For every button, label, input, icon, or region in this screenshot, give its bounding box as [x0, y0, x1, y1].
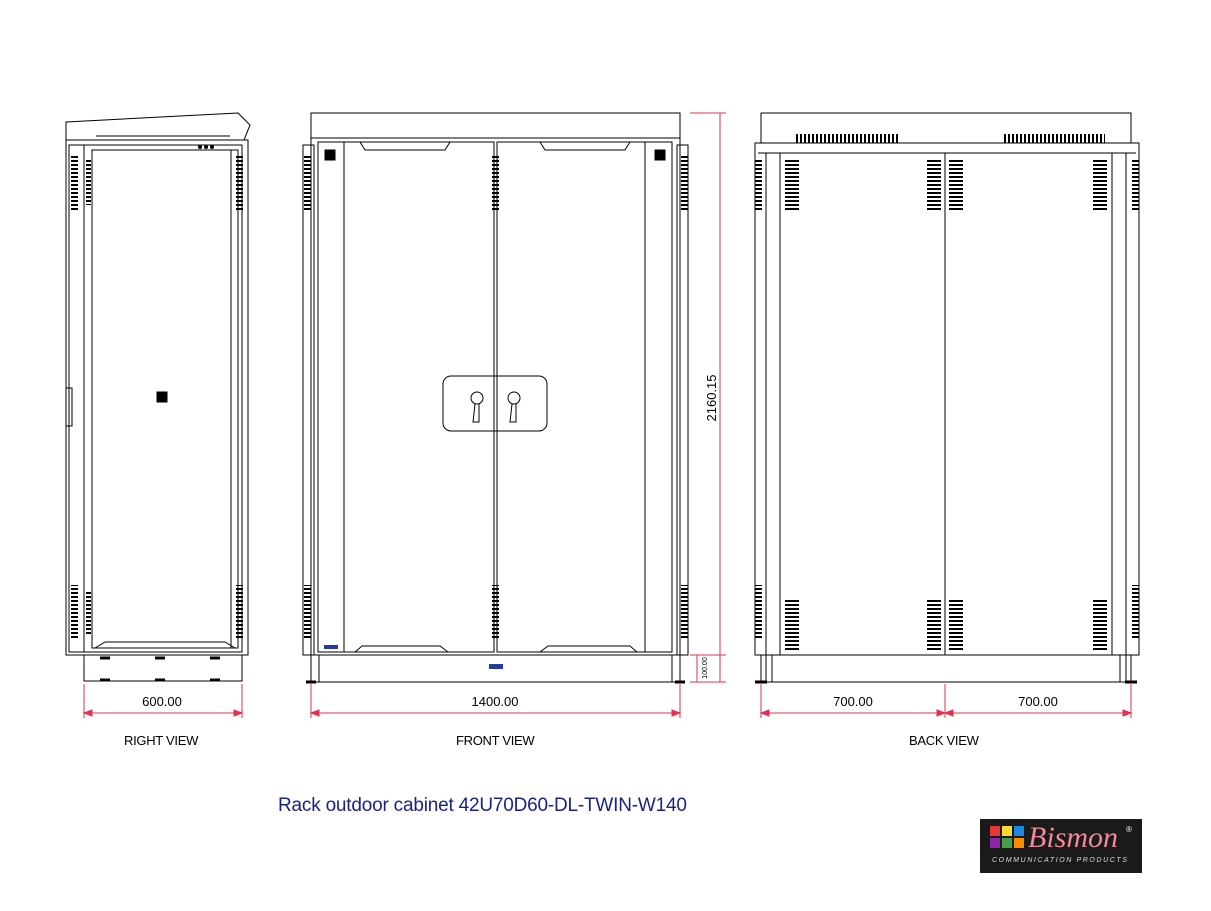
right-width-dimension: 600.00 [142, 694, 182, 709]
logo-name: Bismon [1028, 821, 1118, 854]
front-view [302, 112, 689, 684]
back-view-label: BACK VIEW [909, 733, 979, 748]
front-height-dimension: 2160.15 [704, 375, 719, 422]
back-view [754, 112, 1140, 684]
height-dimension [690, 112, 726, 683]
bismon-logo: Bismon ® COMMUNICATION PRODUCTS [980, 819, 1142, 873]
right-view [65, 112, 251, 682]
plinth-height-dimension: 100.00 [702, 657, 709, 679]
width-dimensions [82, 684, 1133, 718]
drawing-title: Rack outdoor cabinet 42U70D60-DL-TWIN-W1… [278, 795, 687, 816]
logo-registered: ® [1126, 825, 1132, 834]
logo-mark-icon [990, 826, 1024, 848]
right-view-label: RIGHT VIEW [124, 733, 199, 748]
front-width-dimension: 1400.00 [472, 694, 519, 709]
back-left-width-dimension: 700.00 [833, 694, 873, 709]
front-view-label: FRONT VIEW [456, 733, 535, 748]
logo-tagline: COMMUNICATION PRODUCTS [992, 857, 1129, 864]
back-right-width-dimension: 700.00 [1018, 694, 1058, 709]
